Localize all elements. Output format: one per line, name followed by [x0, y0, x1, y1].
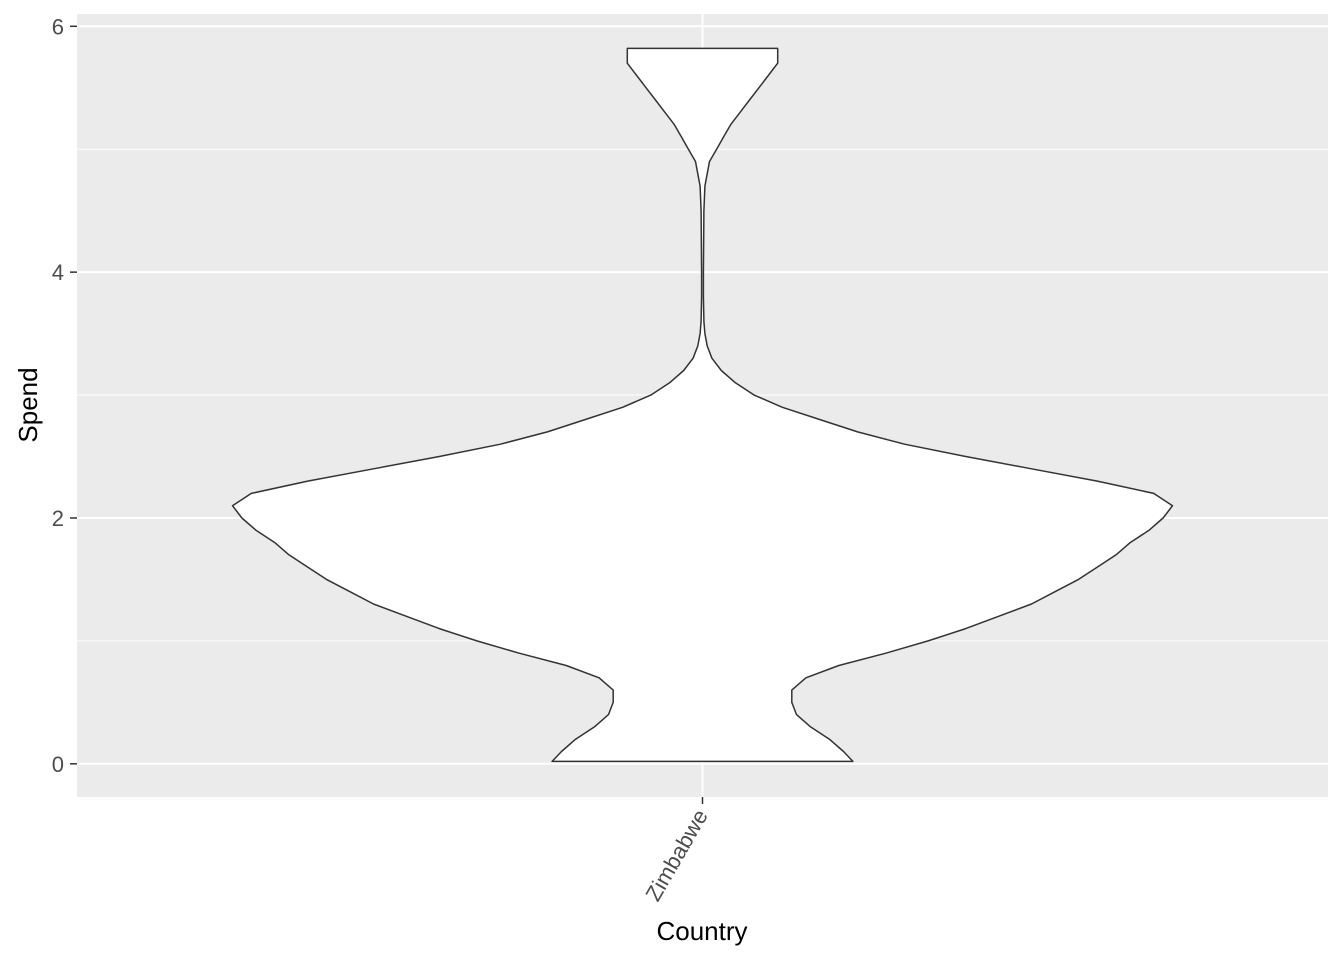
y-tick-label: 2: [52, 506, 64, 531]
y-tick-label: 0: [52, 752, 64, 777]
y-axis-title: Spend: [13, 367, 43, 442]
violin-shape: [231, 47, 1174, 763]
x-tick-label: Zimbabwe: [640, 805, 712, 905]
y-tick-label: 6: [52, 14, 64, 39]
x-axis-title: Country: [656, 916, 747, 946]
violins: [231, 47, 1174, 763]
y-tick-label: 4: [52, 260, 64, 285]
y-axis: 0 2 4 6: [52, 14, 77, 777]
x-axis: Zimbabwe: [640, 797, 713, 905]
